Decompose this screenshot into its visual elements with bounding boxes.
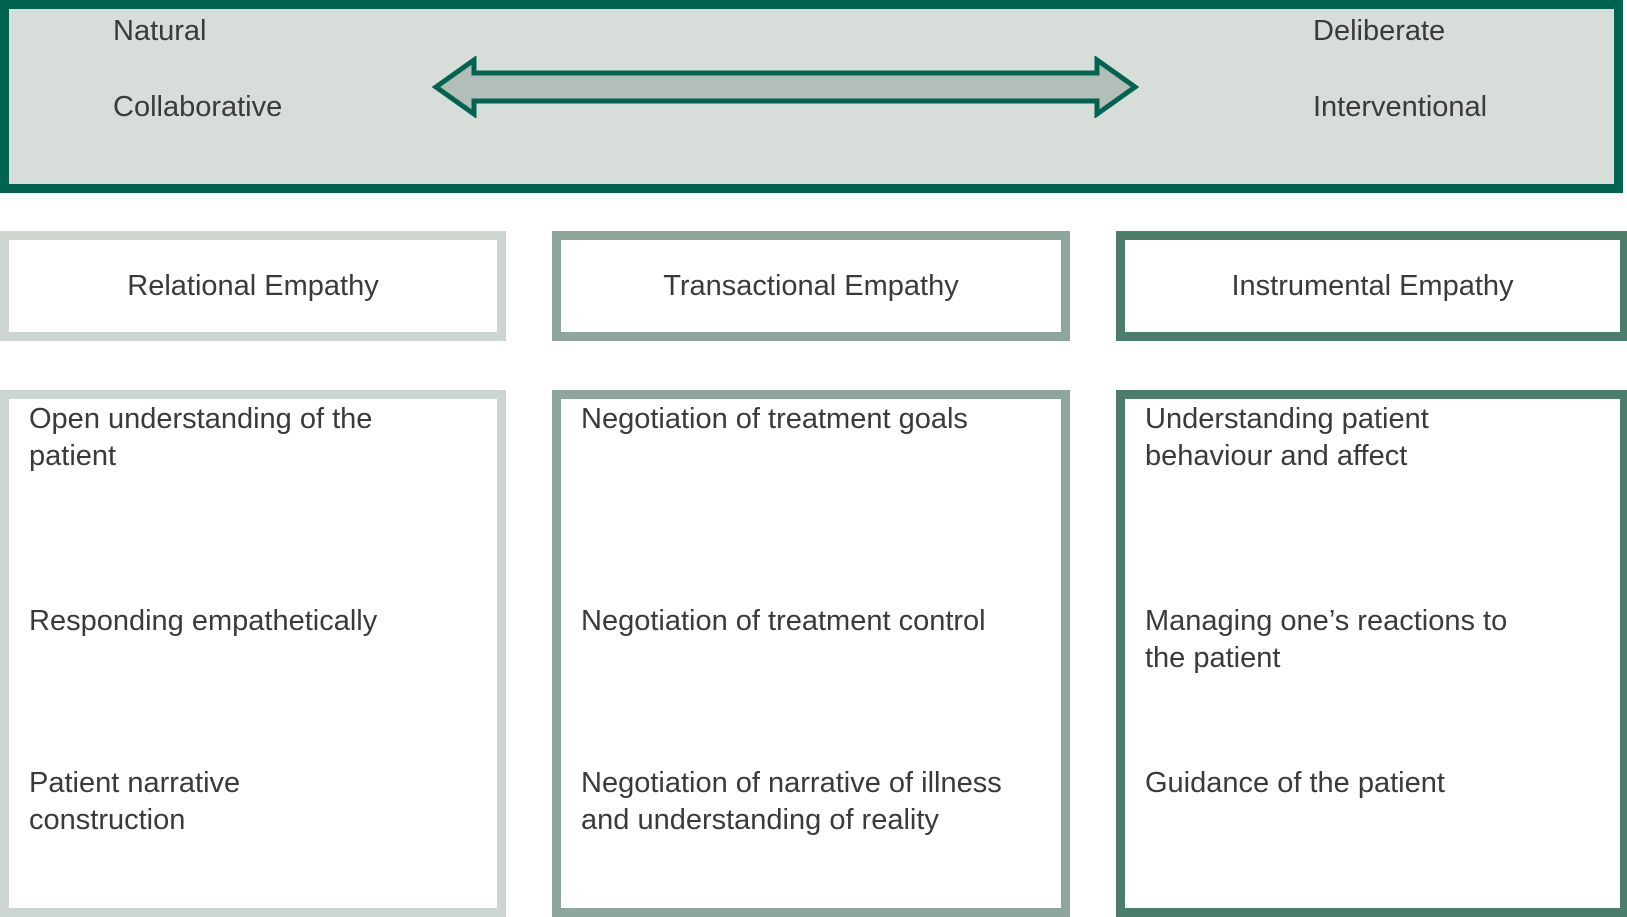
list-item: Negotiation of treatment control bbox=[581, 605, 986, 637]
column-body-instrumental: Understanding patient behaviour and affe… bbox=[1116, 390, 1627, 917]
column-body-relational: Open understanding of the patient Respon… bbox=[0, 390, 506, 917]
list-item: Understanding patient behaviour and affe… bbox=[1145, 403, 1429, 472]
column-header-label: Relational Empathy bbox=[127, 269, 379, 302]
column-header-label: Transactional Empathy bbox=[663, 269, 959, 302]
double-arrow-shape bbox=[432, 56, 1139, 118]
column-header-label: Instrumental Empathy bbox=[1231, 269, 1514, 302]
column-body-transactional: Negotiation of treatment goals Negotiati… bbox=[552, 390, 1070, 917]
list-item: Responding empathetically bbox=[29, 605, 378, 637]
list-item: Patient narrative construction bbox=[29, 767, 241, 836]
list-item: Guidance of the patient bbox=[1145, 767, 1445, 799]
column-headers-row: Relational Empathy Transactional Empathy… bbox=[0, 231, 1627, 341]
list-item: Open understanding of the patient bbox=[29, 403, 373, 472]
banner-label-natural: Natural bbox=[113, 15, 207, 47]
list-item: Negotiation of treatment goals bbox=[581, 403, 968, 435]
spectrum-banner: Natural Collaborative Deliberate Interve… bbox=[0, 0, 1623, 193]
column-header-transactional: Transactional Empathy bbox=[552, 231, 1070, 341]
banner-label-interventional: Interventional bbox=[1313, 91, 1488, 123]
column-bodies-row: Open understanding of the patient Respon… bbox=[0, 390, 1627, 917]
double-arrow-icon bbox=[432, 56, 1139, 118]
banner-label-collaborative: Collaborative bbox=[113, 91, 283, 123]
column-header-relational: Relational Empathy bbox=[0, 231, 506, 341]
banner-label-deliberate: Deliberate bbox=[1313, 15, 1446, 47]
column-header-instrumental: Instrumental Empathy bbox=[1116, 231, 1627, 341]
list-item: Managing one’s reactions to the patient bbox=[1145, 605, 1508, 674]
list-item: Negotiation of narrative of illness and … bbox=[581, 767, 1002, 836]
